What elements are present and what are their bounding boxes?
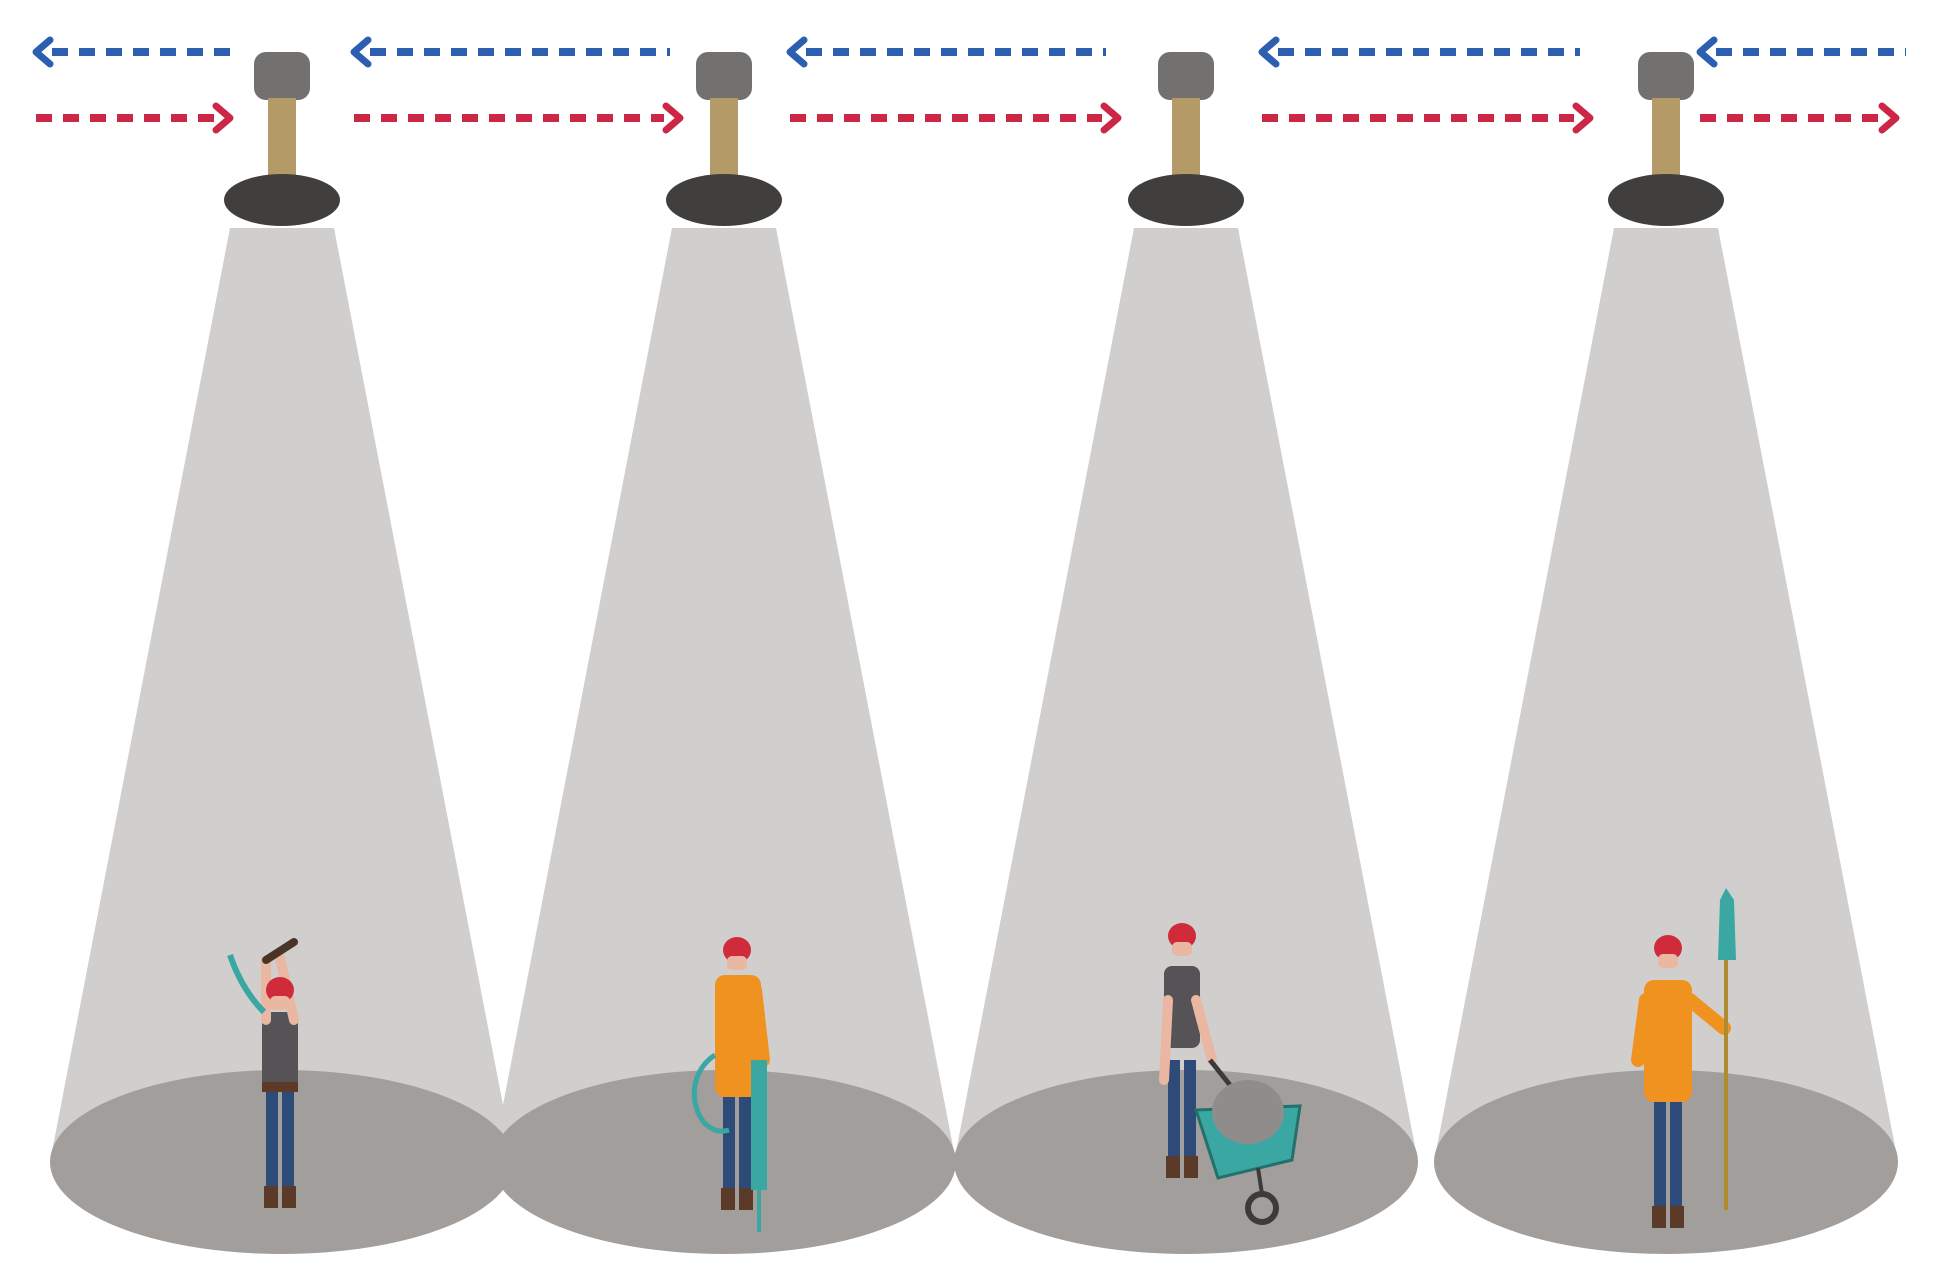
lamp-stem: [1652, 98, 1680, 176]
data-arrow-right: [354, 102, 684, 134]
right-boot: [739, 1188, 753, 1210]
face: [1172, 942, 1192, 956]
arm: [1631, 993, 1653, 1067]
light-beam: [1434, 228, 1898, 1162]
air-hose: [691, 1052, 730, 1134]
left-boot: [1166, 1156, 1180, 1178]
miner-with-pickaxe-icon: [227, 938, 299, 1208]
workers: [227, 888, 1736, 1232]
arm: [1159, 995, 1173, 1085]
lamp-stem: [1172, 98, 1200, 176]
ceiling-light-icon: [1128, 52, 1244, 226]
right-boot: [1184, 1156, 1198, 1178]
face: [1658, 954, 1678, 968]
data-arrow-left: [1696, 36, 1906, 68]
face: [270, 996, 290, 1010]
arrowhead-left-icon: [786, 36, 808, 68]
pickaxe-handle: [262, 938, 298, 964]
data-arrow-left: [350, 36, 670, 68]
lamp-head: [254, 52, 310, 100]
data-arrow-right: [1700, 102, 1900, 134]
shovel-blade-icon: [1718, 888, 1736, 960]
lamp-head: [696, 52, 752, 100]
data-arrow-right: [790, 102, 1122, 134]
light-beam: [954, 228, 1418, 1162]
jackhammer-icon: [751, 1060, 767, 1190]
rock-icon: [1212, 1080, 1284, 1144]
arrowhead-right-icon: [1572, 102, 1594, 134]
lamp-shade: [224, 174, 340, 226]
left-leg: [723, 1090, 735, 1192]
ceiling-light-icon: [1608, 52, 1724, 226]
left-leg: [1654, 1095, 1666, 1210]
arrowhead-right-icon: [662, 102, 684, 134]
arrowhead-left-icon: [1258, 36, 1280, 68]
arrowhead-left-icon: [350, 36, 372, 68]
ceiling-light-icon: [224, 52, 340, 226]
arrowhead-right-icon: [1100, 102, 1122, 134]
left-boot: [1652, 1206, 1666, 1228]
lamp-shade: [1608, 174, 1724, 226]
orange-jacket: [1644, 980, 1692, 1102]
lamp-stem: [268, 98, 296, 176]
arrowhead-right-icon: [1878, 102, 1900, 134]
right-leg: [1184, 1060, 1196, 1160]
face: [727, 956, 747, 970]
right-leg: [739, 1090, 751, 1192]
right-leg: [282, 1085, 294, 1190]
lamp-stem: [710, 98, 738, 176]
pickaxe-head: [227, 954, 267, 1015]
tank-top: [1164, 966, 1200, 1048]
belt: [262, 1082, 298, 1092]
data-arrow-left: [1258, 36, 1580, 68]
lamp-shade: [666, 174, 782, 226]
ceiling-light-icon: [666, 52, 782, 226]
arrowhead-left-icon: [32, 36, 54, 68]
arm: [748, 983, 770, 1067]
orange-jacket: [715, 975, 761, 1097]
miner-with-jackhammer-icon: [691, 937, 770, 1232]
arrowhead-left-icon: [1696, 36, 1718, 68]
light-beam: [50, 228, 514, 1162]
data-arrow-left: [32, 36, 238, 68]
right-leg: [1670, 1095, 1682, 1210]
right-boot: [1670, 1206, 1684, 1228]
light-beam: [492, 228, 956, 1162]
right-boot: [282, 1186, 296, 1208]
lamp-head: [1158, 52, 1214, 100]
data-arrow-left: [786, 36, 1106, 68]
arm: [1191, 995, 1217, 1065]
left-boot: [721, 1188, 735, 1210]
lamp-shade: [1128, 174, 1244, 226]
miner-with-wheelbarrow-icon: [1159, 923, 1302, 1225]
left-boot: [264, 1186, 278, 1208]
data-arrow-right: [1262, 102, 1594, 134]
wheel-strut: [1256, 1167, 1264, 1195]
arrowhead-right-icon: [212, 102, 234, 134]
ceiling-lamps: [224, 52, 1724, 226]
left-leg: [1168, 1060, 1180, 1160]
tank-top: [262, 1012, 298, 1090]
communication-arrows: [32, 36, 1906, 134]
arm: [1683, 993, 1731, 1035]
miner-with-shovel-icon: [1631, 888, 1736, 1228]
lamp-head: [1638, 52, 1694, 100]
light-beams: [50, 228, 1898, 1162]
left-leg: [266, 1085, 278, 1190]
data-arrow-right: [36, 102, 234, 134]
